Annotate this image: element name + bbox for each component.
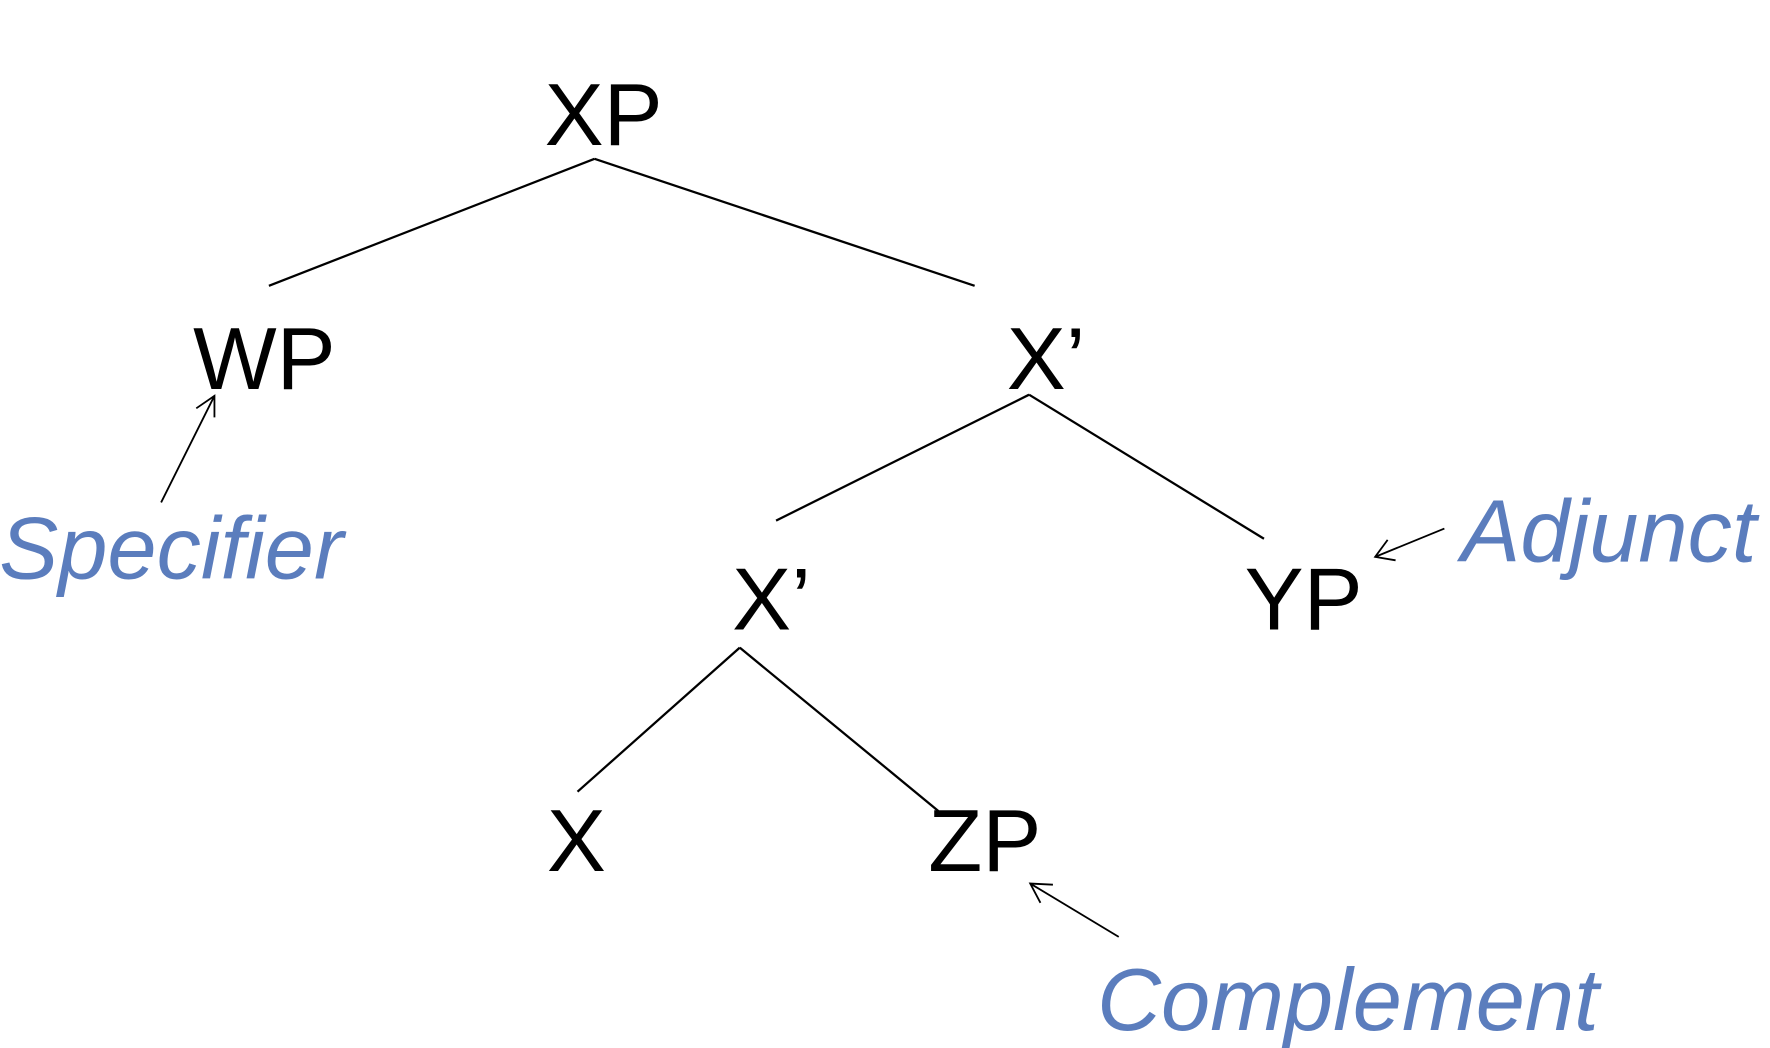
edge-xbar1-xbar2	[775, 393, 1030, 522]
annotation-complement: Complement	[1097, 950, 1602, 1048]
edge-xbar1-yp	[1028, 393, 1265, 540]
node-xbar-upper: X’	[1007, 309, 1086, 408]
annotation-specifier: Specifier	[0, 498, 347, 597]
complement-arrow	[1028, 882, 1120, 938]
edge-xbar2-zp	[739, 646, 940, 812]
edge-xp-xbar1	[594, 157, 975, 287]
adjunct-arrow	[1373, 527, 1445, 562]
node-x: X	[547, 791, 606, 890]
node-yp: YP	[1245, 549, 1363, 648]
edge-xp-wp	[268, 157, 595, 287]
node-zp: ZP	[928, 791, 1041, 890]
edge-xbar2-x	[576, 646, 741, 793]
node-xbar-lower: X’	[732, 549, 811, 648]
node-wp: WP	[193, 309, 336, 408]
node-xp: XP	[545, 65, 663, 164]
annotation-adjunct: Adjunct	[1456, 481, 1760, 580]
specifier-arrow	[160, 394, 216, 503]
